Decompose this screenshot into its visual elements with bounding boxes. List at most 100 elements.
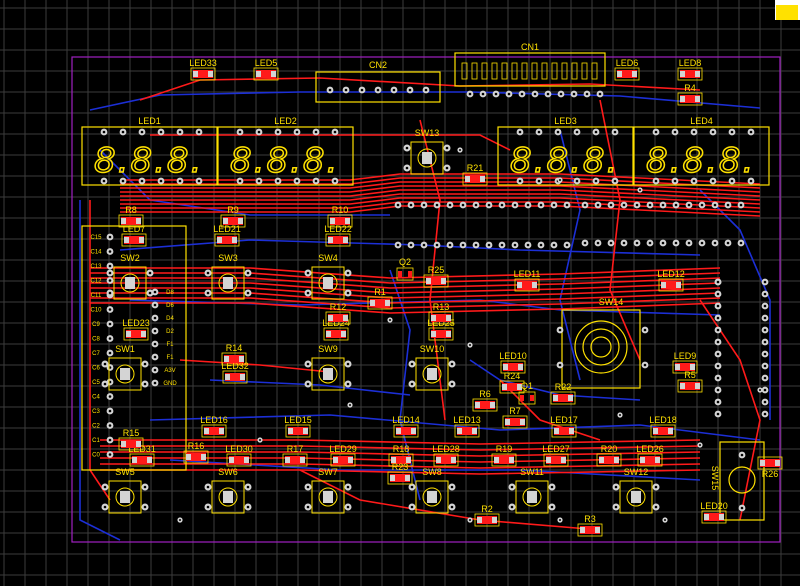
resistor-r14-label: R14: [226, 343, 243, 353]
drill-hole: [500, 203, 504, 207]
module-outline: [81, 225, 187, 471]
smd-pad: [238, 218, 243, 224]
drill-hole: [206, 271, 210, 275]
drill-hole: [197, 130, 201, 134]
drill-hole: [716, 400, 720, 404]
header-pin-label: C10: [90, 308, 102, 314]
drill-hole: [103, 362, 107, 366]
corner-panel: [775, 0, 800, 20]
resistor-r13-label: R13: [433, 302, 450, 312]
smd-body: [680, 70, 700, 78]
resistor-r24-label: R24: [504, 371, 521, 381]
smd-silk: [367, 296, 393, 310]
smd-pad: [465, 176, 470, 182]
smd-silk: [650, 424, 676, 438]
drill-hole: [594, 130, 598, 134]
header-pin-label: D2: [166, 329, 174, 335]
smd-silk: [757, 456, 783, 470]
drill-hole: [716, 352, 720, 356]
resistor-r25-label: R25: [428, 265, 445, 275]
drill-hole: [108, 424, 112, 427]
smd-body: [599, 456, 619, 464]
smd-silk: [472, 398, 498, 412]
smd-silk: [285, 424, 311, 438]
smd-pad: [240, 374, 245, 380]
connector-pin: [571, 62, 578, 80]
smd-pad: [503, 364, 508, 370]
resistor-r5-label: R5: [684, 370, 696, 380]
smd-silk: [499, 380, 525, 394]
drill-hole: [643, 328, 647, 332]
connector-pin: [561, 62, 568, 80]
drill-hole: [518, 130, 522, 134]
smd-body: [431, 314, 451, 322]
drill-hole: [520, 92, 524, 96]
smd-body: [503, 363, 523, 371]
smd-pad: [520, 419, 525, 425]
led-led14: LED14: [392, 415, 420, 438]
switch-body: [311, 480, 345, 514]
header-pin-label: C11: [91, 293, 102, 299]
drill-hole: [206, 505, 210, 509]
switch-actuator: [218, 273, 238, 293]
drill-hole: [565, 203, 569, 207]
drill-hole: [526, 203, 530, 207]
smd-silk: [596, 453, 622, 467]
smd-pad: [680, 96, 685, 102]
drill-hole: [143, 485, 147, 489]
switch-body: [561, 309, 641, 389]
drill-hole: [763, 352, 767, 356]
resistor-r2: R2: [474, 504, 500, 527]
switch-actuator: [318, 364, 338, 384]
smd-pad: [343, 315, 348, 321]
drill-hole: [673, 179, 677, 183]
switch-sw5: SW5: [101, 467, 149, 514]
header-pin-label: C4: [92, 395, 100, 401]
smd-body: [330, 217, 350, 225]
drill-hole: [494, 92, 498, 96]
drill-hole: [594, 179, 598, 183]
led-led18: LED18: [649, 415, 677, 438]
smd-pad: [446, 315, 451, 321]
resistor-r22: R22: [550, 382, 576, 405]
display-led2: LED28.8.8.: [217, 116, 354, 186]
smd-silk: [423, 274, 449, 288]
connector-pin: [531, 62, 538, 80]
bottom-trace: [559, 129, 581, 381]
smd-body: [661, 281, 681, 289]
display-led4-label: LED4: [690, 116, 713, 126]
smd-body: [431, 330, 451, 338]
smd-body: [391, 456, 411, 464]
switch-center: [323, 277, 333, 289]
resistor-r15: R15: [118, 428, 144, 451]
drill-hole: [306, 271, 310, 275]
header-pin-label: C14: [90, 250, 102, 256]
smd-pad: [494, 457, 499, 463]
drill-hole: [583, 203, 587, 207]
drill-hole: [108, 291, 112, 295]
smd-pad: [326, 331, 331, 337]
smd-pad: [147, 457, 152, 463]
smd-body: [328, 236, 348, 244]
smd-body: [554, 427, 574, 435]
switch-sw10-label: SW10: [420, 344, 445, 354]
drill-hole: [108, 271, 112, 275]
switch-sw3-label: SW3: [218, 253, 238, 263]
display-outline: [217, 126, 354, 186]
smd-body: [426, 277, 446, 285]
header-pin-label: C2: [92, 424, 100, 430]
smd-silk: [183, 450, 209, 464]
led-led13: LED13: [453, 415, 481, 438]
led-led33-label: LED33: [189, 58, 217, 68]
drill-hole: [424, 88, 428, 92]
resistor-r19-label: R19: [496, 444, 513, 454]
smd-silk: [577, 523, 603, 537]
resistor-r9: R9: [220, 205, 246, 228]
resistor-r21: R21: [462, 163, 488, 186]
smd-pad: [343, 237, 348, 243]
switch-body: [415, 357, 449, 391]
smd-pad: [136, 441, 141, 447]
drill-hole: [295, 179, 299, 183]
smd-pad: [680, 383, 685, 389]
drill-hole: [108, 351, 112, 355]
